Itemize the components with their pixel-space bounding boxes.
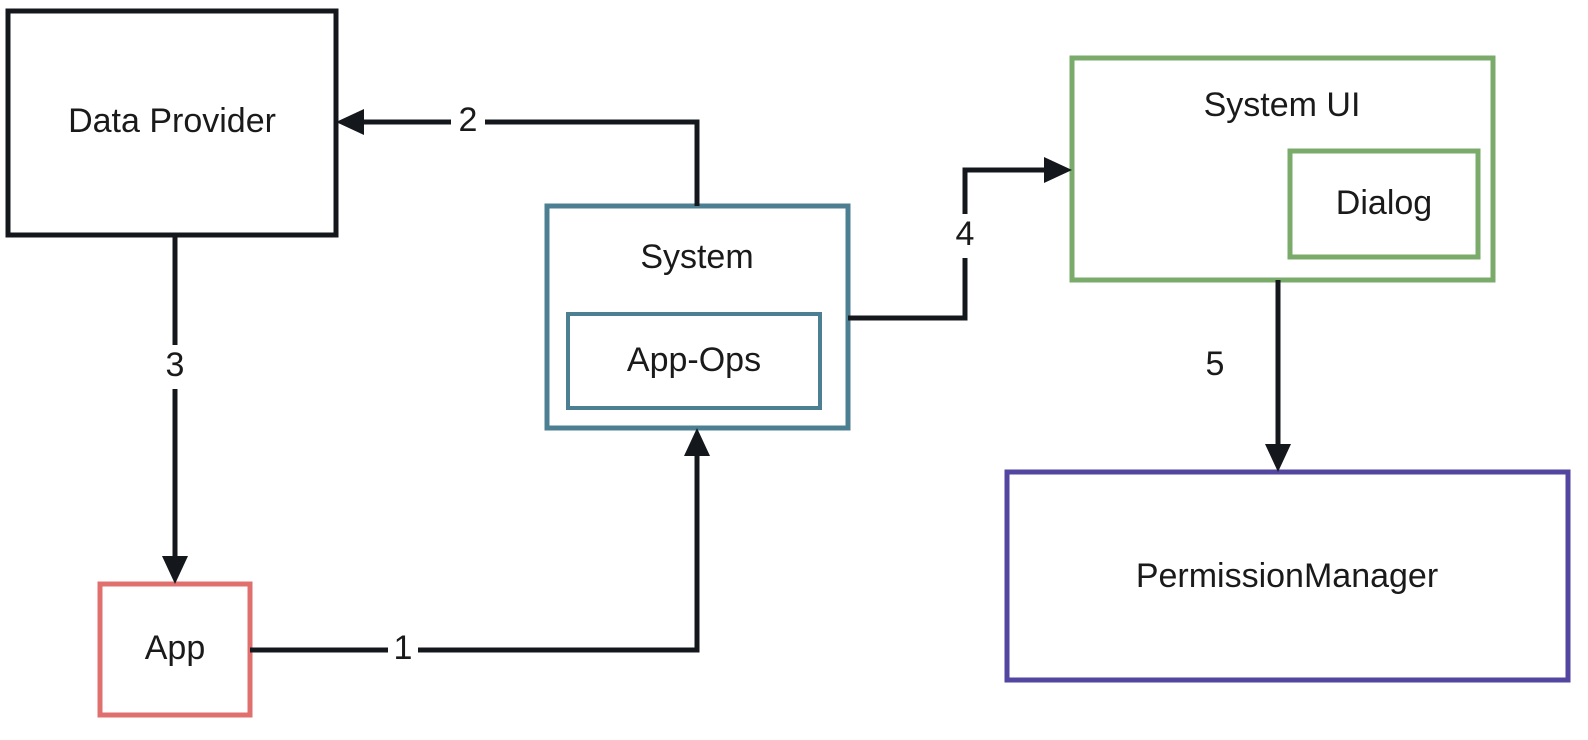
data-provider-label: Data Provider bbox=[68, 102, 276, 140]
edge-5-system-ui-to-permission-manager[interactable]: 5 bbox=[1198, 280, 1291, 472]
edge-1-app-to-system[interactable]: 1 bbox=[250, 428, 710, 672]
node-app[interactable]: App bbox=[97, 581, 253, 718]
edge-3-data-provider-to-app[interactable]: 3 bbox=[158, 235, 192, 584]
edge-5-arrowhead-icon bbox=[1265, 444, 1291, 472]
edge-4-system-to-system-ui[interactable]: 4 bbox=[848, 157, 1072, 321]
edge-2-label: 2 bbox=[459, 101, 478, 139]
edge-2-line bbox=[351, 119, 700, 206]
node-app-ops[interactable]: App-Ops bbox=[566, 312, 822, 410]
edge-2-label-backing bbox=[451, 100, 485, 144]
permission-manager-box[interactable] bbox=[1004, 469, 1571, 683]
edge-4-label: 4 bbox=[956, 215, 975, 253]
edge-3-label: 3 bbox=[166, 346, 185, 384]
edge-3-label-backing bbox=[158, 345, 192, 389]
node-data-provider[interactable]: Data Provider bbox=[5, 8, 339, 238]
permission-manager-label: PermissionManager bbox=[1136, 557, 1438, 595]
node-permission-manager[interactable]: PermissionManager bbox=[1004, 469, 1571, 683]
edge-2-arrowhead-icon bbox=[336, 109, 364, 135]
system-ui-label: System UI bbox=[1204, 86, 1361, 124]
edge-4-label-backing bbox=[948, 214, 982, 258]
edge-1-label-backing bbox=[388, 628, 418, 672]
edge-3-arrowhead-icon bbox=[162, 556, 188, 584]
edge-1-arrowhead-icon bbox=[684, 428, 710, 456]
data-provider-box[interactable] bbox=[5, 8, 339, 238]
app-box[interactable] bbox=[97, 581, 253, 718]
node-dialog[interactable]: Dialog bbox=[1287, 148, 1481, 260]
edge-5-label: 5 bbox=[1206, 345, 1225, 383]
app-label: App bbox=[145, 629, 206, 667]
app-ops-label: App-Ops bbox=[627, 341, 761, 379]
edge-2-system-to-data-provider[interactable]: 2 bbox=[336, 100, 700, 206]
edge-5-label-backing bbox=[1198, 344, 1232, 388]
edge-1-label: 1 bbox=[394, 629, 413, 667]
edge-4-arrowhead-icon bbox=[1044, 157, 1072, 183]
system-label: System bbox=[640, 238, 753, 276]
app-ops-box[interactable] bbox=[566, 312, 822, 410]
dialog-label: Dialog bbox=[1336, 184, 1432, 222]
dialog-box[interactable] bbox=[1287, 148, 1481, 260]
edge-1-line bbox=[250, 443, 700, 653]
